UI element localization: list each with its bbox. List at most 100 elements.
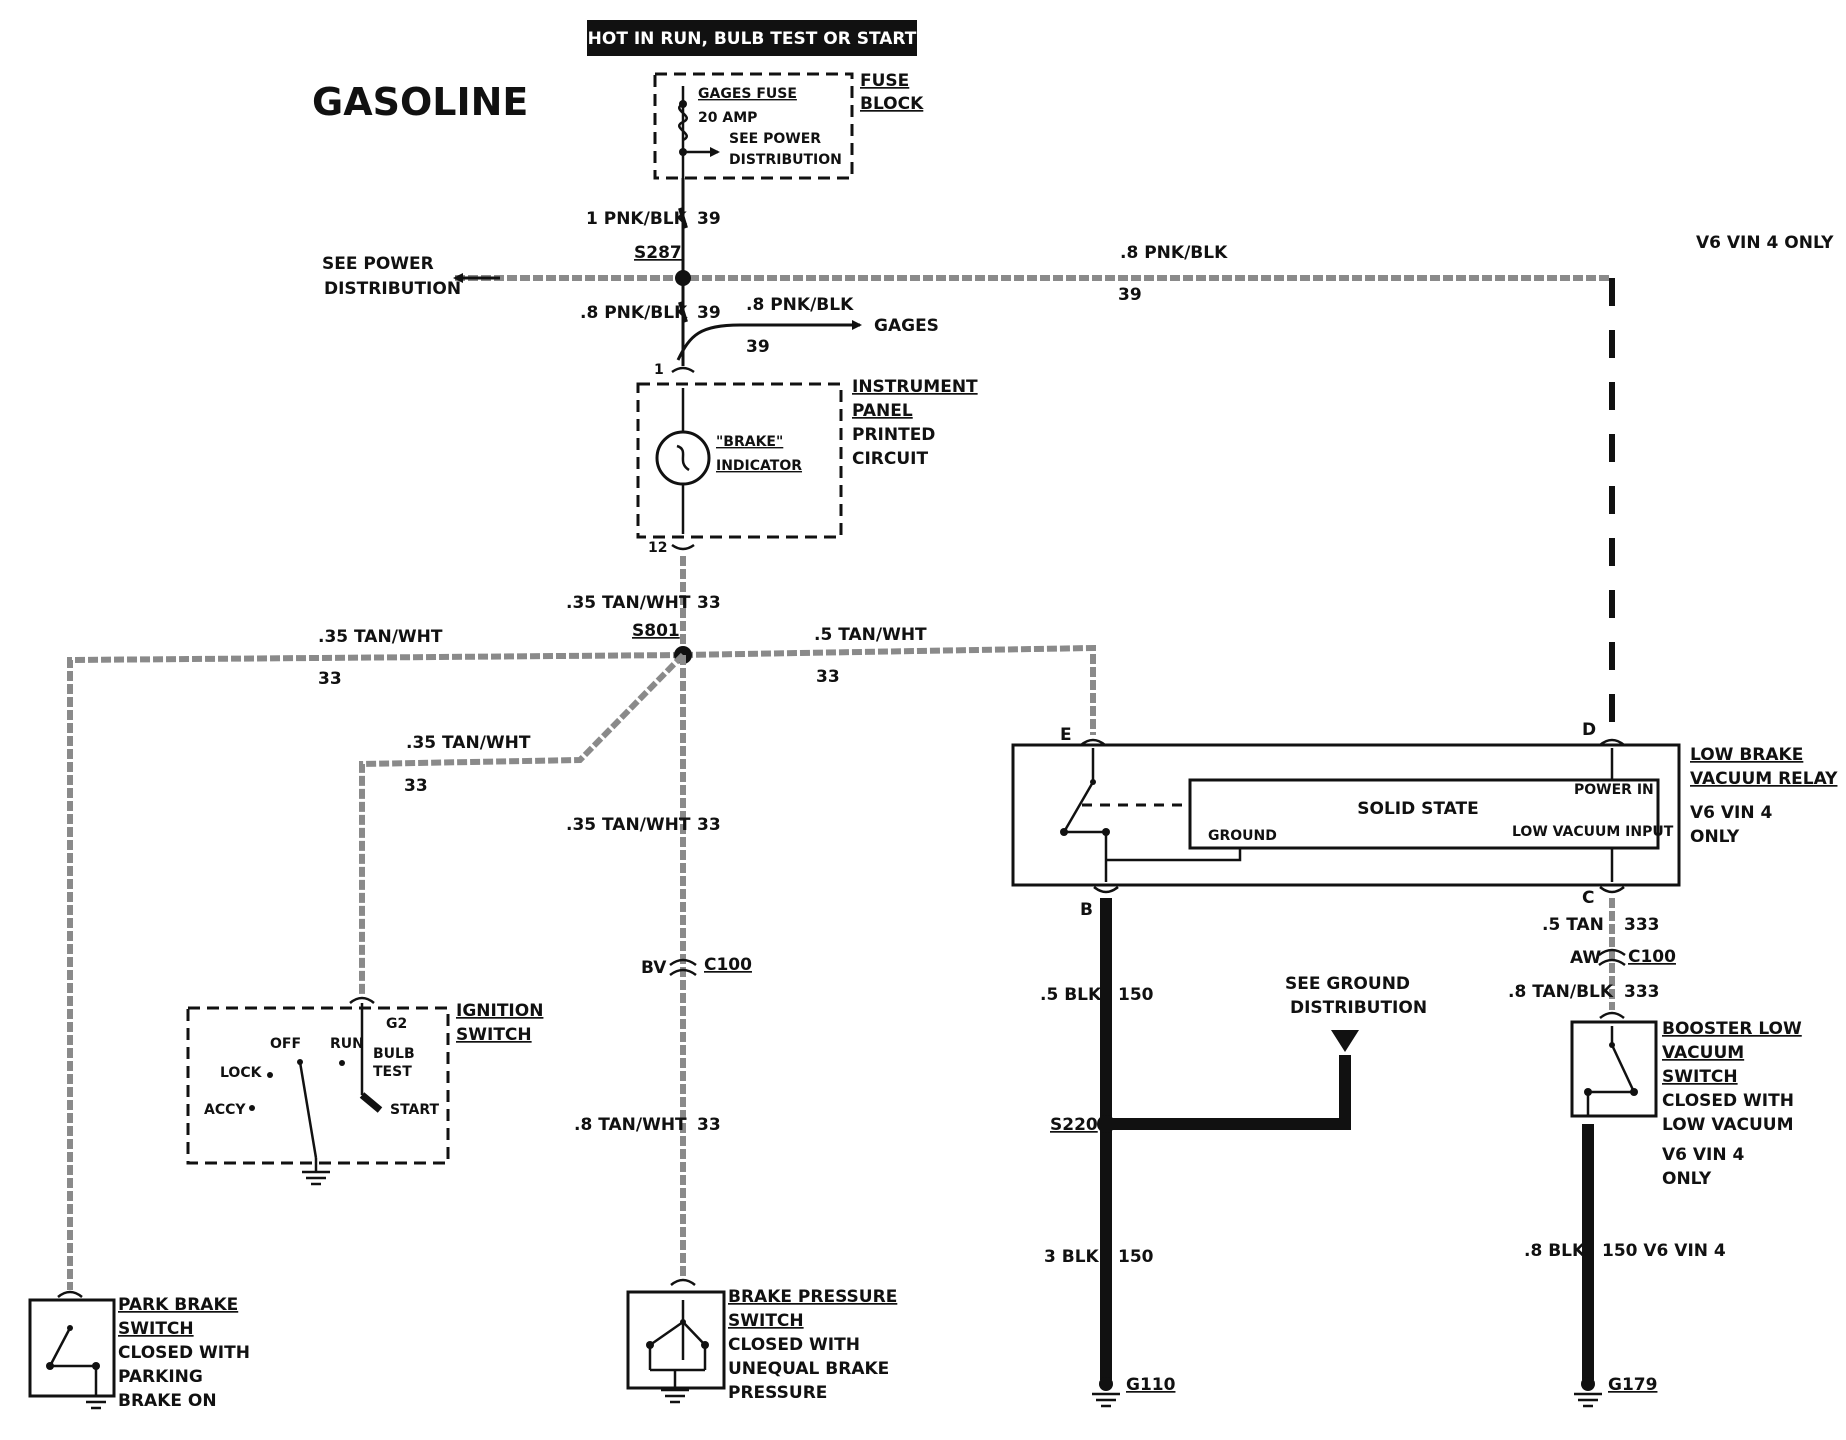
park-brake-label-5: BRAKE ON [118,1391,217,1411]
ip-out-circuit: 33 [697,593,721,613]
right-wire-gauge: .5 TAN/WHT [814,625,927,645]
gages-dest: GAGES [874,316,939,336]
ign-bulb: BULB [373,1046,415,1062]
ignition-switch: G2 LOCK ACCY OFF RUN BULB TEST START IGN… [186,996,543,1172]
splice-s287: S287 [634,243,682,263]
c100-left-pin: BV [641,958,667,978]
ip-label-2: PANEL [852,401,913,421]
gages-wire-gauge: .8 PNK/BLK [746,295,854,315]
booster-label-6: V6 VIN 4 [1662,1145,1745,1165]
ground-g179: G179 [1608,1375,1657,1395]
power-condition-banner: HOT IN RUN, BULB TEST OR START [587,20,917,56]
power-dist-dest-2: DISTRIBUTION [324,279,461,299]
fuse-block: GAGES FUSE 20 AMP SEE POWER DISTRIBUTION… [653,71,924,180]
brake-pressure-switch: BRAKE PRESSURE SWITCH CLOSED WITH UNEQUA… [626,1278,897,1403]
variant-note: V6 VIN 4 ONLY [1696,233,1834,253]
booster-low-vacuum-switch: BOOSTER LOW VACUUM SWITCH CLOSED WITH LO… [1570,1011,1802,1189]
relay-c-wire-gauge: .5 TAN [1542,915,1604,935]
brake-indicator-label-1: "BRAKE" [716,434,783,450]
ign-lock: LOCK [220,1065,263,1081]
instrument-panel: 1 12 "BRAKE" INDICATOR INSTRUMENT PANEL … [636,362,978,556]
power-condition-text: HOT IN RUN, BULB TEST OR START [588,29,917,49]
c100-left-label: C100 [704,955,752,975]
ign-test: TEST [373,1064,412,1080]
ign-run: RUN [330,1036,364,1052]
park-brake-ground-icon [82,1394,110,1410]
ground-dist-2: DISTRIBUTION [1290,998,1427,1018]
ign-off: OFF [270,1036,301,1052]
booster-label-1: BOOSTER LOW [1662,1019,1802,1039]
center-wire2-gauge: .8 TAN/WHT [574,1115,687,1135]
brake-pressure-label-5: PRESSURE [728,1383,827,1403]
center-wire2-circuit: 33 [697,1115,721,1135]
low-brake-vacuum-relay: SOLID STATE POWER IN GROUND LOW VACUUM I… [1011,720,1838,920]
booster-label-2: VACUUM [1662,1043,1744,1063]
brake-pressure-label-4: UNEQUAL BRAKE [728,1359,889,1379]
connector-c100-left: BV C100 [641,955,752,978]
relay-feed-circuit: 39 [1118,285,1142,305]
relay-low-vacuum-input: LOW VACUUM INPUT [1512,824,1674,840]
relay-pin-e: E [1060,725,1072,745]
ign-accy: ACCY [204,1102,246,1118]
fuse-block-label-2: BLOCK [860,94,924,114]
ip-pin-1: 1 [654,362,664,378]
ign-wire-gauge: .35 TAN/WHT [406,733,531,753]
relay-pin-d: D [1582,720,1596,740]
ip-label-4: CIRCUIT [852,449,928,469]
ip-out-gauge: .35 TAN/WHT [566,593,691,613]
booster-label-4: CLOSED WITH [1662,1091,1794,1111]
brake-pressure-ground-icon [661,1388,689,1404]
fuse-rating: 20 AMP [698,110,757,126]
ground-wire-circuit: 150 [1118,1247,1154,1267]
splice-s801: S801 [632,621,680,641]
left-wire-circuit: 33 [318,669,342,689]
relay-solid-state: SOLID STATE [1357,799,1478,819]
relay-variant-2: ONLY [1690,827,1740,847]
brake-indicator-label-2: INDICATOR [716,458,802,474]
wire-1-circuit: 39 [697,209,721,229]
ground-dist-arrow-icon [1331,1030,1359,1052]
booster-label-3: SWITCH [1662,1067,1738,1087]
g179-ground-icon [1574,1377,1602,1408]
booster-label-7: ONLY [1662,1169,1712,1189]
relay-pin-c: C [1582,888,1594,908]
park-brake-label-1: PARK BRAKE [118,1295,238,1315]
ignition-ground-icon [302,1170,330,1186]
ip-label-3: PRINTED [852,425,935,445]
ip-wire-circuit: 39 [697,303,721,323]
connector-c100-right: AW C100 [1570,947,1676,968]
booster-label-5: LOW VACUUM [1662,1115,1794,1135]
booster-gnd-wire-gauge: .8 BLK [1524,1241,1586,1261]
ground-wire-gauge: 3 BLK [1044,1247,1100,1267]
gages-wire-circuit: 39 [746,337,770,357]
center-wire-gauge: .35 TAN/WHT [566,815,691,835]
page-title: GASOLINE [312,80,528,124]
left-wire-gauge: .35 TAN/WHT [318,627,443,647]
relay-b-wire-gauge: .5 BLK [1040,985,1102,1005]
fuse-note-1: SEE POWER [729,131,821,147]
brake-pressure-label-3: CLOSED WITH [728,1335,860,1355]
park-brake-label-3: CLOSED WITH [118,1343,250,1363]
ip-wire-gauge: .8 PNK/BLK [580,303,688,323]
splice-s220: S220 [1050,1115,1098,1135]
right-wire-circuit: 33 [816,667,840,687]
relay-c-wire-circuit: 333 [1624,915,1660,935]
fuse-block-label-1: FUSE [860,71,909,91]
wire-1-gauge: 1 PNK/BLK [586,209,688,229]
relay-power-in: POWER IN [1574,782,1654,798]
park-brake-label-4: PARKING [118,1367,203,1387]
park-brake-label-2: SWITCH [118,1319,194,1339]
booster-wire-circuit: 333 [1624,982,1660,1002]
power-dist-dest-1: SEE POWER [322,254,434,274]
c100-right-pin: AW [1570,948,1601,968]
relay-pin-b: B [1080,900,1093,920]
park-brake-switch: PARK BRAKE SWITCH CLOSED WITH PARKING BR… [28,1290,250,1411]
ign-start: START [390,1102,440,1118]
brake-pressure-label-2: SWITCH [728,1311,804,1331]
relay-variant-1: V6 VIN 4 [1690,803,1773,823]
ignition-label-1: IGNITION [456,1001,543,1021]
relay-feed-gauge: .8 PNK/BLK [1120,243,1228,263]
c100-right-label: C100 [1628,947,1676,967]
ground-dist-1: SEE GROUND [1285,974,1410,994]
